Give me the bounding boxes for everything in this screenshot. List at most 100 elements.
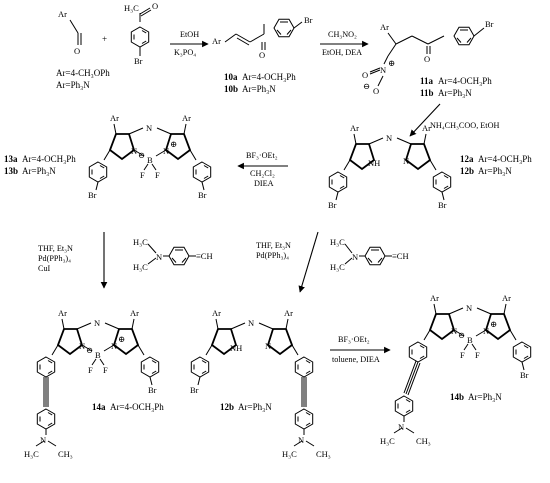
n-plus-charge: ⊕ [388, 58, 395, 68]
ar-option-2: Ar=Ph₃N [56, 80, 90, 90]
reagent-ethynyl-aniline-right: H₃C H₃C N ≡CH [330, 237, 409, 272]
desc-10a: Ar=4-OCH₃Ph [242, 72, 296, 82]
desc-11b: Ar=Ph₃N [438, 88, 472, 98]
n-atom-14b-right: N [483, 326, 489, 336]
nh-atom-12b: NH [230, 343, 242, 353]
ar-atom-13-right: Ar [182, 113, 191, 123]
id-12b: 12b [460, 166, 474, 176]
plus-sign: + [102, 34, 107, 44]
n-atom-14a-right: N [111, 341, 117, 351]
br-atom-chalcone: Br [304, 15, 313, 25]
n-atom-14b-meso: N [466, 303, 472, 313]
b-atom-14a: B [95, 350, 101, 360]
ar-atom-nitro: Ar [380, 22, 389, 32]
step6-reagent-2: Pd(PPh₃)₄ [256, 251, 289, 260]
n-atom-12b-meso: N [248, 318, 254, 328]
label-14a: 14a Ar=4-OCH₃Ph [92, 402, 164, 412]
o-atom-nitro-2: O [373, 86, 379, 96]
id-11b: 11b [420, 88, 434, 98]
step3-reagent-1: NH₄CH₃COO, EtOH [430, 121, 499, 130]
step4-reagent-2: CH₂Cl₂ [250, 169, 275, 178]
b-atom-14b: B [467, 335, 473, 345]
f-atom-14a-right: F [103, 365, 108, 375]
ar-options-block: Ar=4-CH₃OPh Ar=Ph₃N [56, 68, 110, 90]
br-atom-12-left: Br [328, 200, 337, 210]
n-atom-14b-amine: N [398, 422, 404, 432]
o-atom-ketone: O [152, 1, 158, 11]
step4-reagent-1: BF₃·OEt₂ [246, 151, 278, 160]
n-plus-13: ⊕ [170, 139, 177, 149]
br-atom-14b: Br [520, 370, 529, 380]
id-11a: 11a [420, 76, 434, 86]
id-13a: 13a [4, 154, 18, 164]
desc-10b: Ar=Ph₃N [242, 84, 276, 94]
n-atom-13-right: N [163, 146, 169, 156]
nitro-ketone-structure: Ar O Br N ⊕ O O ⊖ [362, 19, 494, 96]
ar-option-1: Ar=4-CH₃OPh [56, 68, 110, 78]
id-14a: 14a [92, 402, 106, 412]
br-atom-13-left: Br [88, 190, 97, 200]
n-atom-12b-amine: N [298, 435, 304, 445]
ar-atom-12b-right: Ar [284, 308, 293, 318]
label-14b: 14b Ar=Ph₃N [450, 392, 502, 402]
step5-reagent-2: Pd(PPh₃)₄ [38, 254, 71, 263]
step7-reagent-1: BF₃·OEt₂ [338, 335, 370, 344]
id-12b-bottom: 12b [220, 402, 234, 412]
id-13b: 13b [4, 166, 18, 176]
n-atom-13-meso: N [146, 123, 152, 133]
label-12: 12a Ar=4-OCH₃Ph 12b Ar=Ph₃N [460, 154, 532, 176]
n-atom-reagent-left: N [156, 252, 162, 262]
o-atom-aldehyde: O [74, 46, 80, 56]
compound-13-structure: Ar Ar N N N ⊕ B ⊖ F F Br Br [88, 113, 212, 200]
ar-atom-13-left: Ar [110, 113, 119, 123]
step7-reagent-2: toluene, DIEA [332, 355, 380, 364]
n-atom-14a-meso: N [94, 318, 100, 328]
n-atom-14a-amine: N [40, 435, 46, 445]
o-minus-charge: ⊖ [363, 81, 370, 91]
label-12b-bottom: 12b Ar=Ph₃N [220, 402, 272, 412]
label-11: 11a Ar=4-OCH₃Ph 11b Ar=Ph₃N [420, 76, 492, 98]
step5-reagent-1: THF, Et₃N [38, 244, 73, 253]
h3c-left-top: H₃C [133, 237, 148, 247]
acetophenone-structure: H₃C O Br [124, 1, 158, 66]
desc-14a: Ar=4-OCH₃Ph [110, 402, 164, 412]
n-plus-14b: ⊕ [490, 319, 497, 329]
id-12a: 12a [460, 154, 474, 164]
o-atom-chalcone: O [259, 50, 265, 60]
br-atom-12-right: Br [438, 200, 447, 210]
desc-12a: Ar=4-OCH₃Ph [478, 154, 532, 164]
br-atom-nitro-ketone: Br [485, 19, 494, 29]
br-atom-12b: Br [190, 385, 199, 395]
desc-12b-bottom: Ar=Ph₃N [238, 402, 272, 412]
arrow-step1: EtOH K₃PO₄ [170, 30, 209, 57]
label-10: 10a Ar=4-OCH₃Ph 10b Ar=Ph₃N [224, 72, 296, 94]
step5-reagent-3: CuI [38, 264, 51, 273]
arrow-step4: BF₃·OEt₂ CH₂Cl₂ DIEA [237, 151, 288, 188]
ar-atom-14a-left: Ar [58, 308, 67, 318]
n-plus-14a: ⊕ [118, 334, 125, 344]
f-atom-13-right: F [155, 170, 160, 180]
id-10a: 10a [224, 72, 238, 82]
arrow-step5: THF, Et₃N Pd(PPh₃)₄ CuI [38, 232, 108, 289]
desc-14b: Ar=Ph₃N [468, 392, 502, 402]
desc-11a: Ar=4-OCH₃Ph [438, 76, 492, 86]
step2-reagent-1: CH₃NO₂ [328, 30, 357, 39]
arrow-step6: THF, Et₃N Pd(PPh₃)₄ [256, 231, 319, 293]
n-atom-14b-left: N [451, 326, 457, 336]
ar-atom-14a-right: Ar [130, 308, 139, 318]
arrow-step2: CH₃NO₂ EtOH, DEA [320, 30, 369, 57]
h3c-14b: H₃C [380, 436, 395, 446]
reagent-ethynyl-aniline-left: H₃C H₃C N ≡CH [133, 237, 213, 272]
chalcone-structure: Ar O Br [212, 15, 313, 60]
h3c-12b: H₃C [282, 449, 297, 459]
ethynyl-left: ≡CH [196, 251, 213, 261]
ar-atom-12b-left: Ar [212, 308, 221, 318]
h3c-left-bottom: H₃C [133, 262, 148, 272]
b-minus-14b: ⊖ [458, 330, 465, 340]
f-atom-13-left: F [140, 170, 145, 180]
br-atom-13-right: Br [198, 190, 207, 200]
ar-atom-12-right: Ar [422, 123, 431, 133]
ar-atom-aldehyde: Ar [58, 9, 67, 19]
nh-atom-12: NH [368, 158, 380, 168]
desc-12b: Ar=Ph₃N [478, 166, 512, 176]
